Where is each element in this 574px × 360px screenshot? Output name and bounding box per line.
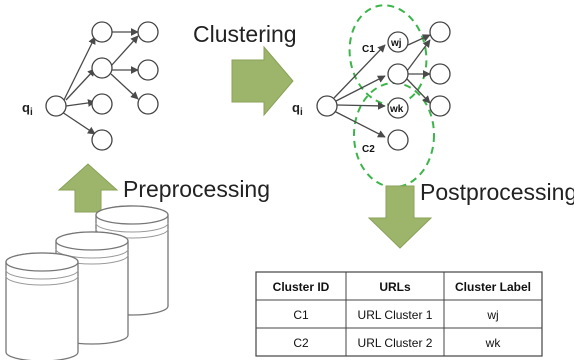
clustering-label: Clustering	[193, 21, 297, 47]
postprocessing-arrow	[367, 185, 433, 249]
table-cell: C1	[293, 308, 309, 322]
node-wk-label: wk	[389, 104, 404, 115]
graph-node	[429, 63, 451, 85]
graph-node	[91, 21, 113, 43]
graph-node	[137, 59, 159, 81]
graph-node	[387, 63, 409, 85]
postprocessing-label: Postprocessing	[420, 179, 574, 205]
right-query-graph: wj wk C1 C2 qi	[292, 4, 451, 188]
graph-node	[91, 129, 113, 151]
graph-node	[429, 21, 451, 43]
query-node	[316, 95, 338, 117]
table-cell: URL Cluster 1	[358, 308, 433, 322]
graph-node	[91, 57, 113, 79]
cluster-c1-outline	[348, 4, 428, 106]
graph-node	[137, 93, 159, 115]
clustering-arrow	[231, 45, 294, 117]
table-header: Cluster ID	[273, 280, 330, 294]
cluster-label-node-wk	[387, 97, 409, 119]
node-wj-label: wj	[390, 38, 402, 49]
graph-node	[387, 129, 409, 151]
table-cell: URL Cluster 2	[358, 336, 433, 350]
cluster-table: Cluster ID URLs Cluster Label C1 URL Clu…	[255, 271, 543, 357]
query-node	[45, 95, 67, 117]
database-cylinder	[5, 252, 79, 360]
left-query-graph: qi	[22, 21, 159, 151]
query-label-left: qi	[22, 100, 33, 118]
graph-node	[137, 21, 159, 43]
table-cell: wk	[485, 336, 502, 350]
cluster-c2-label: C2	[362, 144, 375, 155]
cluster-c1-label: C1	[362, 44, 375, 55]
preprocessing-label: Preprocessing	[123, 176, 270, 202]
graph-node	[91, 93, 113, 115]
cluster-label-node-wj	[387, 31, 409, 53]
preprocessing-arrow	[57, 163, 119, 213]
graph-node	[429, 95, 451, 117]
table-cell: C2	[293, 336, 309, 350]
table-cell: wj	[486, 308, 498, 322]
query-label-right: qi	[292, 100, 303, 118]
table-header: Cluster Label	[455, 280, 531, 294]
table-header: URLs	[379, 280, 411, 294]
